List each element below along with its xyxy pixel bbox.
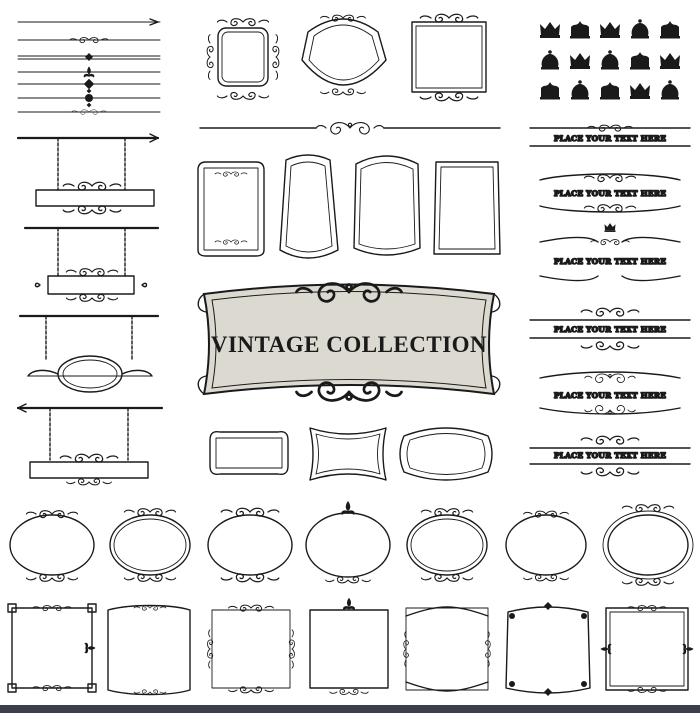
crown-icon [540, 82, 560, 100]
banner-title: VINTAGE COLLECTION [211, 332, 487, 357]
crown-icon [571, 80, 589, 100]
banner-label: PLACE YOUR TEXT HERE [554, 451, 666, 460]
crown-icon [601, 50, 619, 70]
banner-label: PLACE YOUR TEXT HERE [554, 134, 666, 143]
divider-lines-group [17, 18, 161, 115]
small-label-frames [209, 427, 493, 481]
center-top-divider [199, 122, 501, 135]
right-banners-group: PLACE YOUR TEXT HERE PLACE YOUR TEXT HER… [529, 124, 691, 477]
crown-icon [660, 21, 680, 39]
crown-icon [660, 53, 680, 69]
crown-icon [630, 52, 650, 70]
crown-icon [630, 83, 650, 99]
bottom-watermark-strip [0, 705, 700, 713]
banner-label: PLACE YOUR TEXT HERE [554, 391, 666, 400]
banner-label: PLACE YOUR TEXT HERE [554, 257, 666, 266]
banner-label: PLACE YOUR TEXT HERE [554, 325, 666, 334]
banner-label: PLACE YOUR TEXT HERE [554, 189, 666, 198]
crown-icon [631, 19, 649, 39]
crown-icon [570, 53, 590, 69]
crown-icon [661, 80, 679, 100]
top-ornate-frames [206, 13, 487, 102]
tall-frames-row [197, 154, 501, 259]
crown-icons-grid [540, 19, 680, 100]
crown-icon [540, 22, 560, 38]
crown-icon [570, 21, 590, 39]
vintage-collection-banner: VINTAGE COLLECTION [197, 282, 501, 402]
crown-icon [600, 82, 620, 100]
hanging-signs-group [16, 133, 164, 486]
crown-icon [541, 50, 559, 70]
crown-icon [600, 22, 620, 38]
square-frames-row [7, 597, 694, 696]
oval-frames-row [9, 501, 694, 586]
